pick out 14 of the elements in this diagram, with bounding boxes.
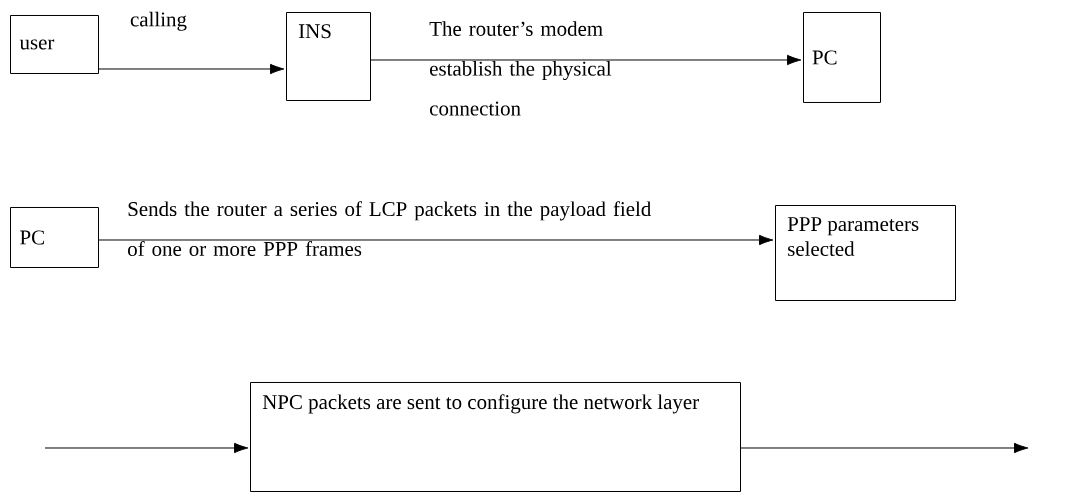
box: PC [10,207,99,268]
edge-label: calling [130,11,187,31]
arrow [740,442,1029,454]
edge-label: The router’s modem establish the physical connection [429,21,612,116]
box: NPC packets are sent to configure the network layer [250,382,741,492]
box: PC [803,12,881,103]
box: user [10,15,99,74]
arrow [370,54,802,66]
box: INS [286,12,371,101]
arrow [98,63,285,75]
arrow [44,442,249,454]
edge-label: Sends the router a series of LCP packets in the payload field of one or more PPP frames [128,201,652,256]
arrow [98,234,774,246]
box: PPP parameters selected [775,205,956,301]
